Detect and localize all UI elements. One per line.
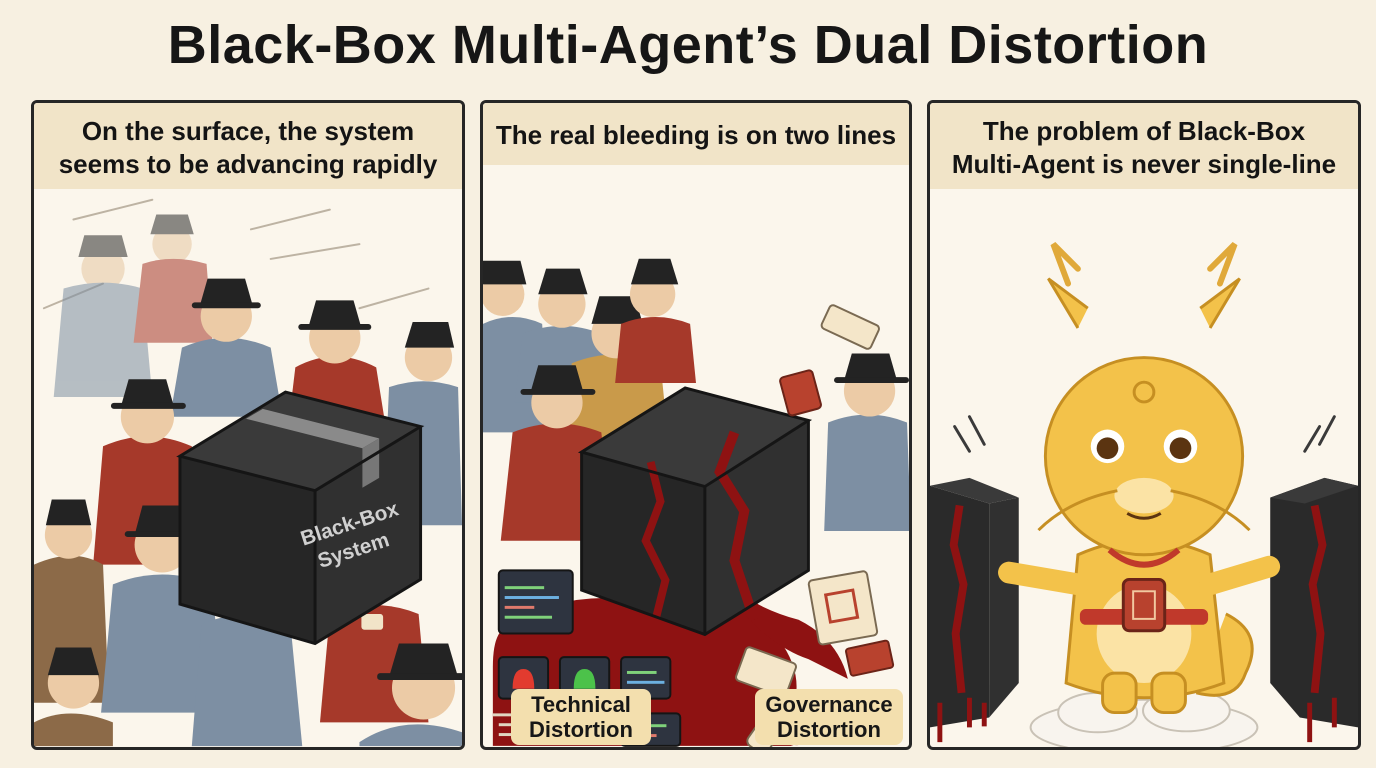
green-alarm-icon <box>558 656 611 700</box>
dragon-mascot <box>998 242 1281 715</box>
illustration-officials-pushing-box: Black-Box System <box>34 189 462 747</box>
cracked-black-box <box>577 386 813 637</box>
governance-distortion-tag: Governance Distortion <box>755 689 903 745</box>
panel-problem: The problem of Black-Box Multi-Agent is … <box>927 100 1361 750</box>
scroll-icon <box>735 646 797 698</box>
official-top <box>170 278 283 417</box>
page-title: Black-Box Multi-Agent’s Dual Distortion <box>167 15 1209 75</box>
panel-caption: The real bleeding is on two lines <box>483 103 909 165</box>
scroll-icon <box>807 570 879 646</box>
technical-distortion-tag: Technical Distortion <box>511 689 651 745</box>
speed-lines <box>42 198 430 310</box>
official-right <box>824 353 909 531</box>
black-box <box>176 390 425 646</box>
scroll-icon <box>820 304 880 350</box>
caption-line: The real bleeding is on two lines <box>495 120 897 150</box>
illustration-dragon-between-boxes <box>930 189 1358 747</box>
seal-icon <box>845 639 895 677</box>
caption-line: Multi-Agent is never single-line <box>951 149 1337 179</box>
panel-caption: On the surface, the system seems to be a… <box>34 103 462 189</box>
illustration-cracked-box <box>483 165 909 747</box>
blurred-officials <box>53 214 213 397</box>
panel-surface: On the surface, the system seems to be a… <box>31 100 465 750</box>
tag-line: Distortion <box>529 717 633 742</box>
tag-line: Technical <box>531 692 631 717</box>
official-bottom-left <box>34 647 113 747</box>
caption-line: seems to be advancing rapidly <box>58 149 438 179</box>
code-window-icon <box>620 656 672 700</box>
code-window-icon <box>497 569 574 635</box>
cloud-icon <box>1029 688 1259 747</box>
motion-marks <box>953 415 1336 453</box>
tag-line: Distortion <box>777 717 881 742</box>
cracked-box-left <box>930 477 1019 743</box>
cracked-box-right <box>1270 477 1358 743</box>
official-bottom-right-close <box>359 643 462 747</box>
seal-pendant-icon <box>1121 577 1167 633</box>
seal-icon <box>779 369 822 417</box>
caption-line: On the surface, the system <box>81 116 415 146</box>
caption-line: The problem of Black-Box <box>982 116 1306 146</box>
panel-caption: The problem of Black-Box Multi-Agent is … <box>930 103 1358 189</box>
panel-bleeding: The real bleeding is on two lines <box>480 100 912 750</box>
tag-line: Governance <box>765 692 893 717</box>
